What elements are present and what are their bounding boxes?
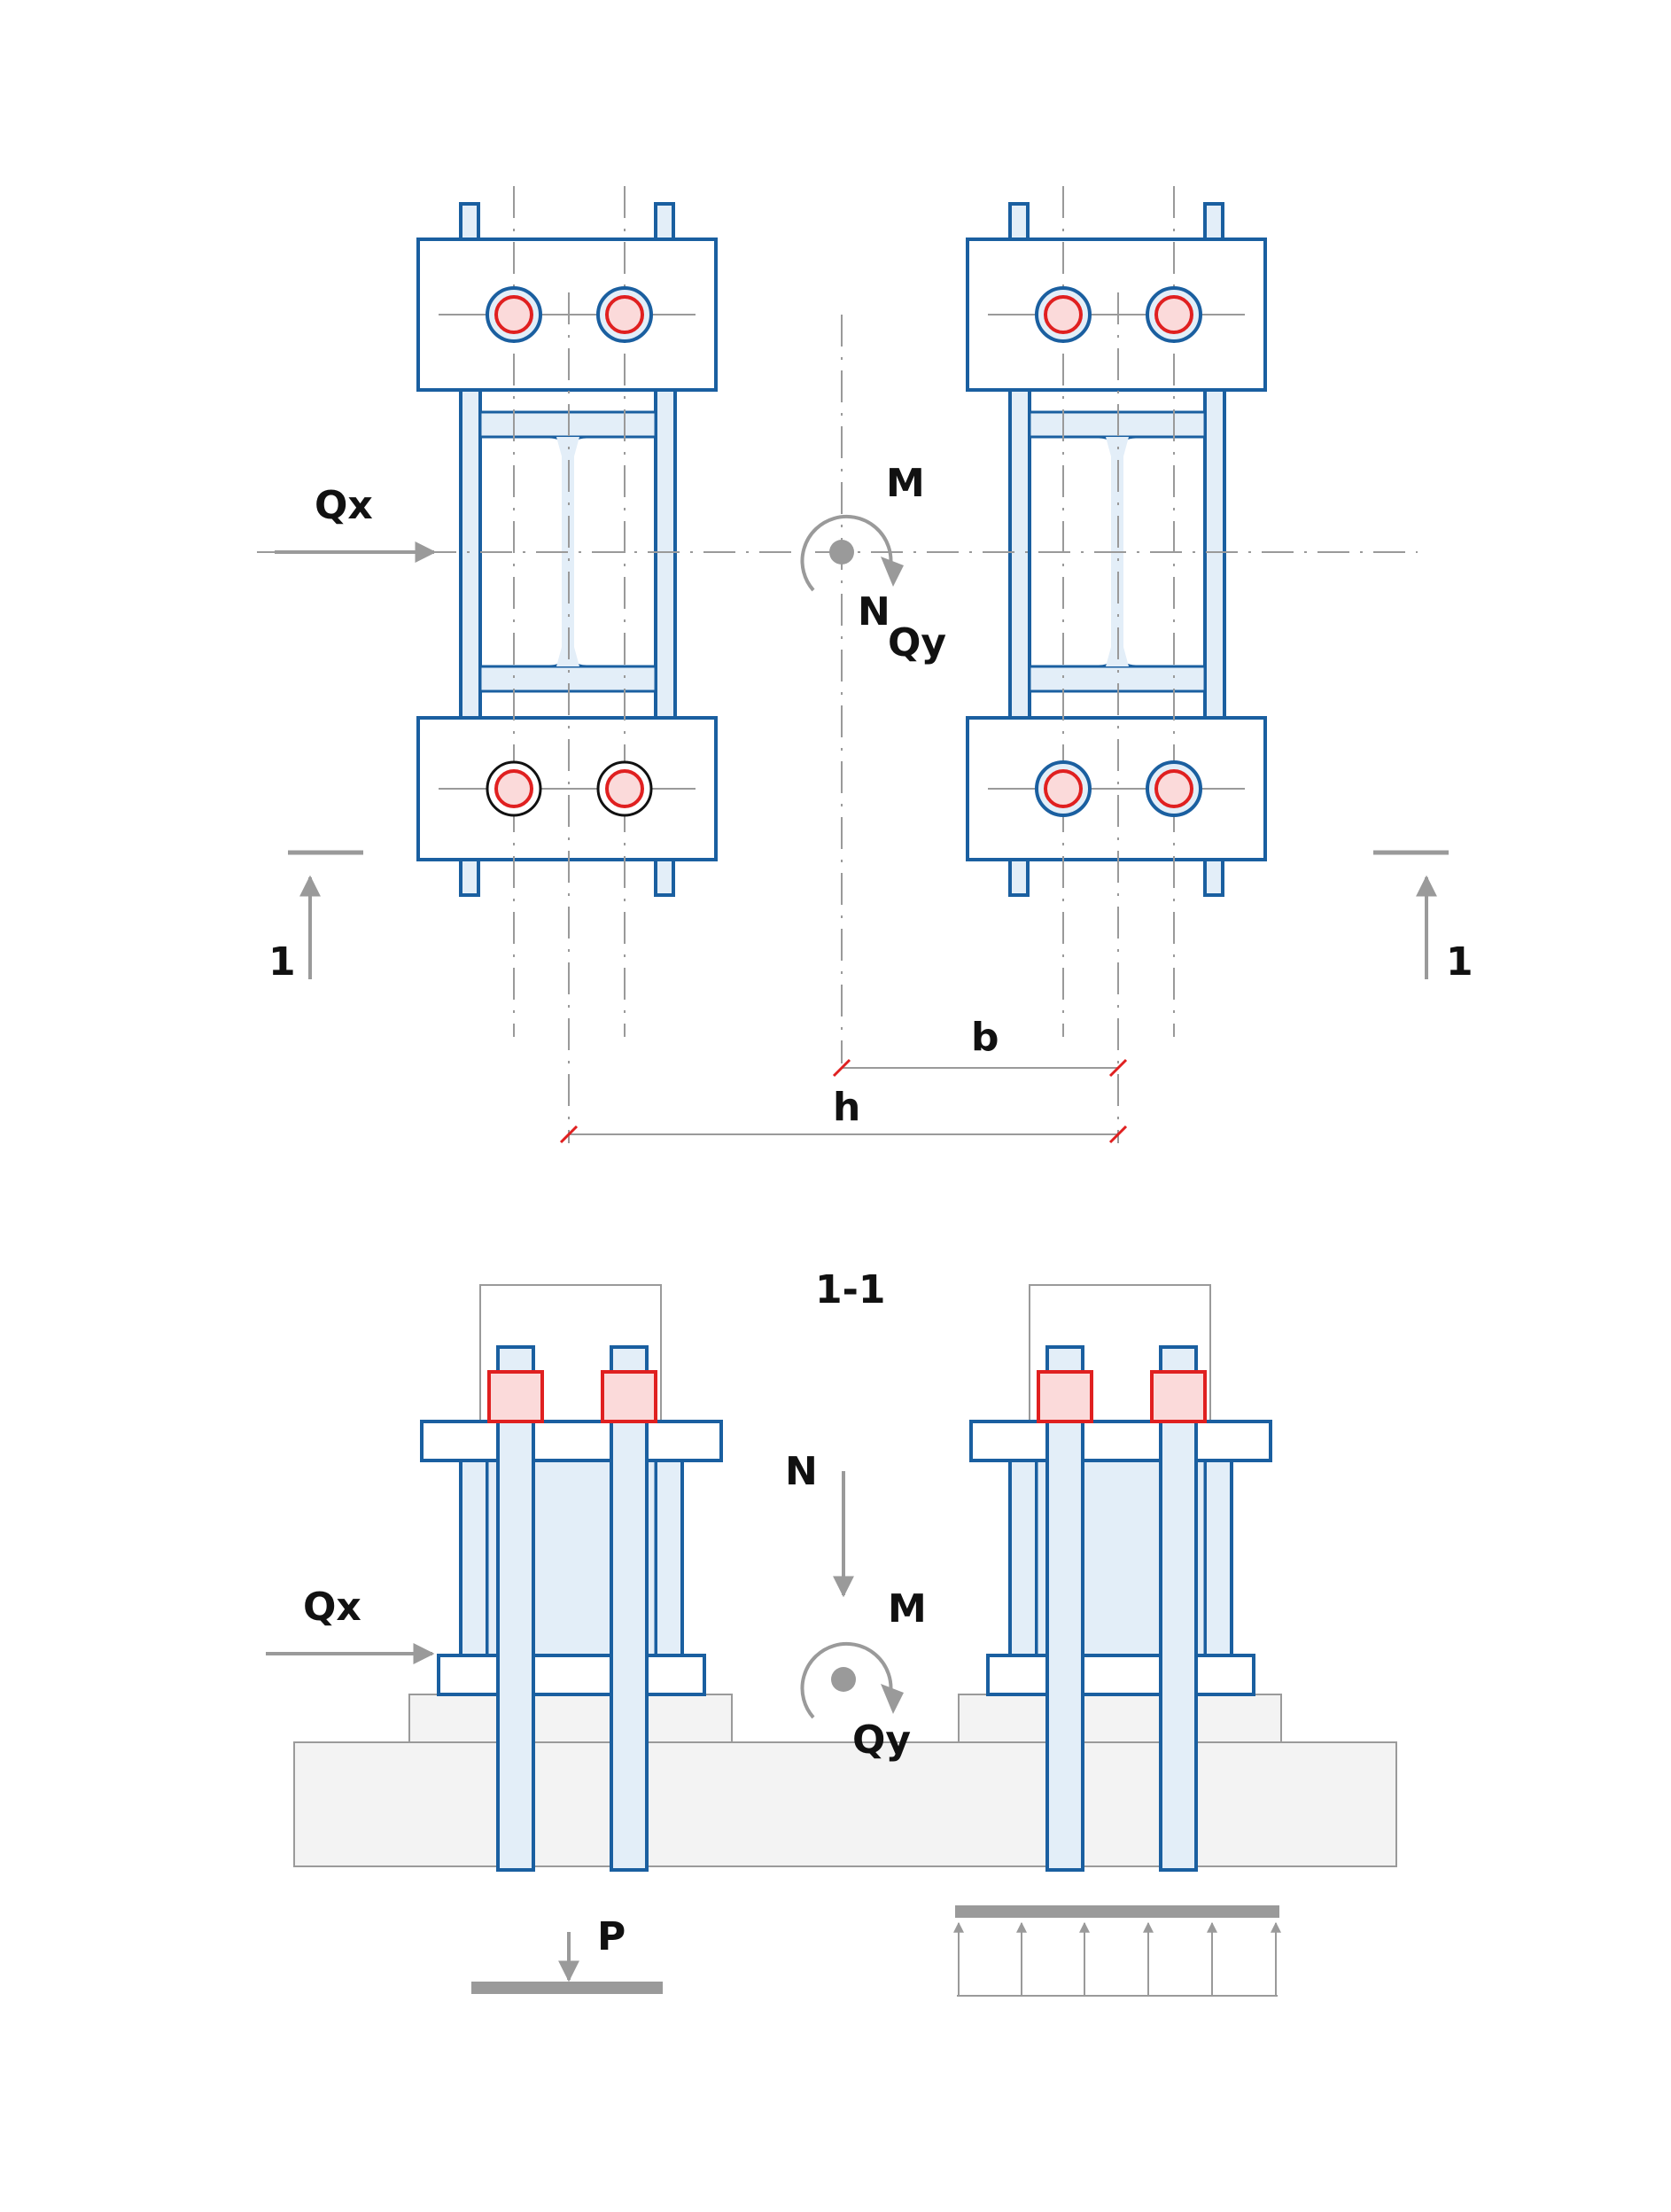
dim-b-label: b bbox=[971, 1015, 999, 1060]
n-label-section: N bbox=[785, 1449, 818, 1494]
point-load-p bbox=[471, 1932, 663, 1994]
section-marker-left bbox=[288, 850, 363, 979]
distributed-reaction bbox=[953, 1905, 1281, 1997]
section-view: 1-1 bbox=[266, 1267, 1397, 1997]
left-base-section bbox=[420, 1284, 723, 1872]
p-label: P bbox=[597, 1914, 626, 1959]
right-base-section bbox=[969, 1284, 1272, 1872]
section-marker-right bbox=[1373, 850, 1449, 979]
dimension-h bbox=[559, 1125, 1128, 1144]
bolt bbox=[1035, 760, 1092, 817]
concrete-foundation bbox=[293, 1741, 1397, 1867]
section-title: 1-1 bbox=[815, 1267, 886, 1312]
bolt bbox=[596, 286, 653, 343]
bolt bbox=[596, 760, 653, 817]
qy-label-section: Qy bbox=[852, 1717, 911, 1763]
qy-label-plan: Qy bbox=[888, 620, 946, 666]
moment-symbol-plan bbox=[800, 515, 904, 592]
qx-label-plan: Qx bbox=[315, 483, 373, 528]
section-label-right: 1 bbox=[1446, 939, 1473, 985]
bolt bbox=[1146, 286, 1202, 343]
dim-h-label: h bbox=[833, 1085, 860, 1130]
bolt bbox=[486, 286, 542, 343]
bolt bbox=[1146, 760, 1202, 817]
n-label-plan: N bbox=[858, 589, 890, 635]
right-base-plan bbox=[966, 202, 1267, 897]
grout-pad-right bbox=[958, 1694, 1282, 1743]
anchor-bolts-plan bbox=[486, 286, 1202, 817]
moment-symbol-section bbox=[800, 1642, 904, 1719]
moment-label-section: M bbox=[888, 1586, 927, 1632]
bolt bbox=[486, 760, 542, 817]
plan-view: Qx M N Qy 1 1 b bbox=[257, 186, 1473, 1144]
qx-label-section: Qx bbox=[303, 1585, 361, 1630]
left-base-plan bbox=[416, 202, 718, 897]
bolt bbox=[1035, 286, 1092, 343]
dimension-b bbox=[832, 1058, 1128, 1078]
section-label-left: 1 bbox=[268, 939, 296, 985]
grout-pad-left bbox=[408, 1694, 733, 1743]
moment-label-plan: M bbox=[886, 461, 925, 506]
